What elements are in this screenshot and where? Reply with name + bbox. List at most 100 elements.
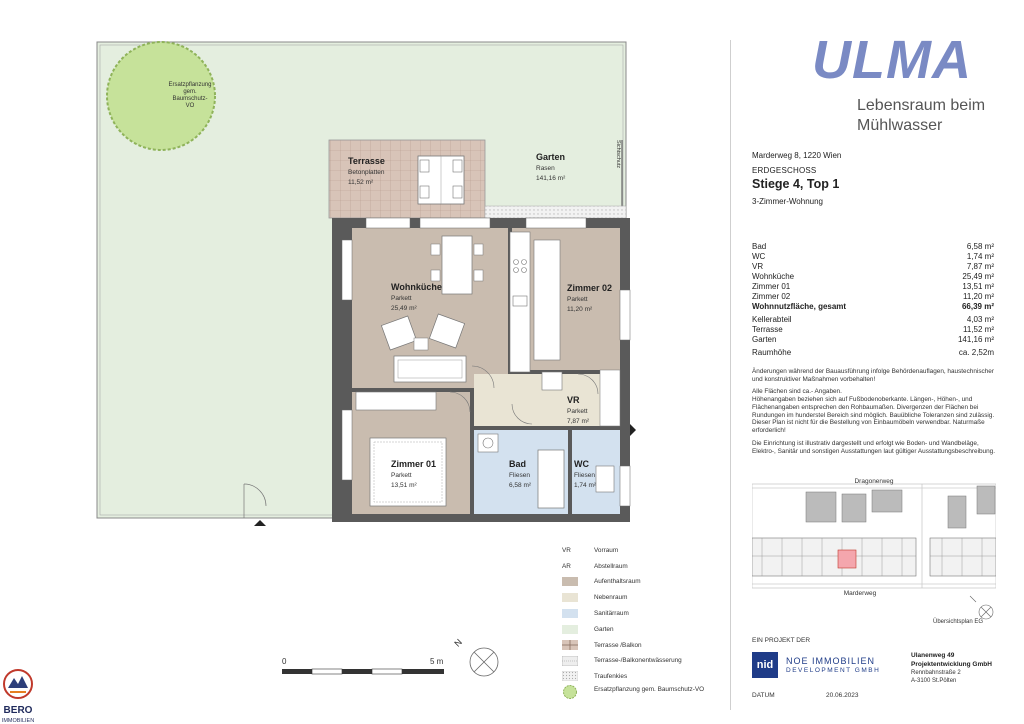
zimmer02-wardrobe	[533, 239, 561, 361]
legend-swatch-entwaesserung	[562, 656, 578, 666]
legend-swatch-garten	[562, 625, 578, 634]
bero-logo-icon	[3, 669, 33, 699]
area-row: WC 1,74 m²	[752, 252, 994, 261]
zimmer02-material: Parkett	[567, 296, 588, 303]
zimmer01-bed	[369, 437, 447, 507]
area-value: 13,51 m²	[962, 282, 994, 291]
dining-table	[441, 235, 473, 295]
company-line3: Rennbahnstraße 2	[911, 670, 961, 676]
tree-icon	[106, 41, 216, 151]
ulma-logo: ULMA	[812, 30, 972, 90]
zimmer01-material: Parkett	[391, 472, 412, 479]
date-value: 20.06.2023	[826, 692, 859, 699]
legend-text-traufenkies: Traufenkies	[594, 673, 628, 680]
wohnkueche-name: Wohnküche	[391, 282, 442, 292]
unit-title: Stiege 4, Top 1	[752, 177, 840, 191]
area-row: Garten 141,16 m²	[752, 335, 994, 344]
tree-label-2: gem.	[183, 89, 197, 95]
panel-separator	[730, 40, 731, 710]
area-label: Raumhöhe	[752, 348, 792, 357]
legend-text-terrasse: Terrasse /Balkon	[594, 642, 642, 649]
bad-name: Bad	[509, 459, 526, 469]
legend-text-ar: Abstellraum	[594, 563, 628, 570]
legend-text-sanitaer: Sanitärraum	[594, 610, 629, 617]
zimmer02-name: Zimmer 02	[567, 283, 612, 293]
legend-tree-icon	[563, 685, 577, 699]
wc-material: Fliesen	[574, 472, 595, 479]
overview-street-top: Dragonerweg	[854, 478, 893, 485]
armchair-right	[428, 313, 466, 349]
tagline-line2: Mühlwasser	[857, 117, 943, 134]
scale-end: 5 m	[430, 657, 444, 666]
scale-start: 0	[282, 657, 287, 666]
overview-caption: Übersichtsplan EG	[933, 618, 983, 625]
developer-line1: NOE IMMOBILIEN	[786, 656, 876, 666]
sofa	[393, 355, 467, 383]
gravel-strip	[484, 205, 627, 219]
area-label: WC	[752, 252, 766, 261]
nid-logo-icon: nid	[752, 652, 778, 678]
bad-material: Fliesen	[509, 472, 530, 479]
area-label: Kellerabteil	[752, 315, 792, 324]
area-value: 66,39 m²	[961, 302, 994, 311]
area-label: Wohnküche	[752, 272, 795, 281]
area-label: Bad	[752, 242, 767, 251]
zimmer01-name: Zimmer 01	[391, 459, 436, 469]
area-row: Bad 6,58 m²	[752, 242, 994, 251]
area-value: 7,87 m²	[966, 262, 994, 271]
legend-abbr-ar: AR	[562, 563, 571, 570]
unit-type: 3-Zimmer-Wohnung	[752, 197, 823, 206]
bathtub	[537, 449, 565, 509]
legend-text-tree: Ersatzpflanzung gem. Baumschutz-VO	[594, 686, 705, 693]
wc-toilet	[595, 465, 615, 493]
floor-plan: Ersatzpflanzung gem. Baumschutz- VO Terr…	[2, 41, 636, 724]
area-value: 141,16 m²	[957, 335, 994, 344]
legend-swatch-sanitaer	[562, 609, 578, 618]
armchair-left	[380, 315, 418, 351]
vr-area: 7,87 m²	[567, 418, 590, 425]
wc-area: 1,74 m²	[574, 482, 597, 489]
legend-swatch-neben	[562, 593, 578, 602]
terrace-name: Terrasse	[348, 156, 385, 166]
area-value: 4,03 m²	[966, 315, 994, 324]
company-line1: Ulanenweg 49	[911, 652, 955, 659]
brand-sub: IMMOBILIEN	[2, 718, 34, 724]
area-row: Terrasse 11,52 m²	[752, 325, 994, 334]
area-value: 6,58 m²	[966, 242, 994, 251]
area-value: 11,20 m²	[963, 292, 994, 301]
area-value: 11,52 m²	[963, 325, 994, 334]
bath-sink	[477, 433, 499, 453]
terrace-area-value: 11,52 m²	[348, 179, 374, 186]
tree-label-3: Baumschutz-	[172, 96, 207, 102]
company-line4: A-3100 St.Pölten	[911, 678, 957, 684]
wc-name: WC	[574, 459, 589, 469]
note-1: Änderungen während der Bauausführung inf…	[752, 368, 994, 383]
sichtschutz-label: Sichtschutz	[615, 140, 621, 168]
legend-text-aufenthalt: Aufenthaltsraum	[594, 578, 641, 585]
area-value: 1,74 m²	[966, 252, 994, 261]
zimmer01-wardrobe	[355, 391, 437, 411]
legend-swatch-aufenthalt	[562, 577, 578, 586]
zimmer02-area: 11,20 m²	[567, 306, 593, 313]
area-label: Garten	[752, 335, 777, 344]
overview-street-bottom: Marderweg	[844, 590, 877, 597]
terrace-material: Betonplatten	[348, 169, 385, 176]
overview-map: Dragonerweg Marderweg Übersichtsplan EG	[752, 478, 996, 625]
floor-label: ERDGESCHOSS	[752, 166, 817, 175]
brand-name: BERO	[4, 705, 33, 716]
note-2: Alle Flächen sind ca.- Angaben.	[752, 388, 842, 395]
vr-name: VR	[567, 395, 580, 405]
company-line2: Projektentwicklung GmbH	[911, 661, 992, 668]
legend-swatch-traufenkies	[562, 671, 578, 681]
legend-text-garten: Garten	[594, 626, 614, 633]
legend-abbr-vr: VR	[562, 547, 571, 554]
wohnkueche-material: Parkett	[391, 295, 412, 302]
legend-text-entwaesserung: Terrasse-/Balkonentwässerung	[594, 657, 682, 664]
garden-area-value: 141,16 m²	[536, 175, 566, 182]
tree-label-1: Ersatzpflanzung	[168, 82, 211, 88]
area-label: Terrasse	[752, 325, 783, 334]
